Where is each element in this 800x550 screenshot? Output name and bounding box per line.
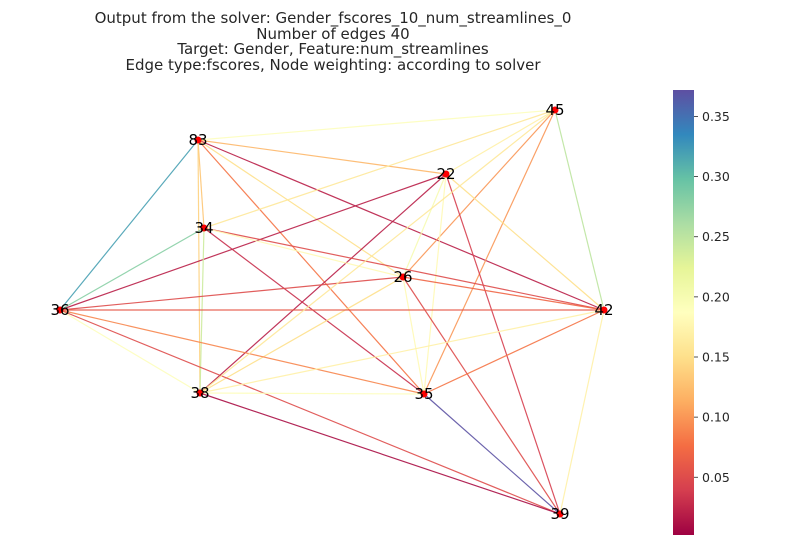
edge-22-38 bbox=[199, 173, 447, 394]
edge-83-26 bbox=[197, 139, 404, 278]
edge-38-39 bbox=[199, 392, 561, 515]
edge-36-39 bbox=[59, 309, 561, 515]
node-26 bbox=[399, 273, 407, 281]
edge-22-39 bbox=[445, 173, 561, 515]
node-label-36: 36 bbox=[50, 301, 69, 319]
edge-34-26 bbox=[203, 227, 404, 278]
edge-45-35 bbox=[423, 109, 556, 395]
edge-42-38 bbox=[199, 309, 605, 394]
edge-26-35 bbox=[402, 276, 425, 395]
edge-45-34 bbox=[203, 109, 556, 229]
edge-22-35 bbox=[423, 173, 447, 395]
edge-34-42 bbox=[203, 227, 605, 311]
node-label-83: 83 bbox=[188, 131, 207, 149]
edge-83-38 bbox=[197, 139, 201, 394]
edge-83-42 bbox=[197, 139, 605, 311]
title-line-edge-count: Number of edges 40 bbox=[256, 24, 410, 43]
node-label-38: 38 bbox=[190, 384, 209, 402]
node-42 bbox=[600, 306, 608, 314]
edge-45-22 bbox=[445, 109, 556, 175]
node-label-35: 35 bbox=[414, 385, 433, 403]
edge-35-39 bbox=[423, 393, 561, 515]
network-graph: 45 83 22 34 26 36 42 38 35 39 bbox=[50, 101, 613, 523]
edge-42-39 bbox=[559, 309, 605, 515]
edge-26-39 bbox=[402, 276, 561, 515]
colorbar-tick-label: 0.30 bbox=[702, 169, 730, 184]
figure-title: Output from the solver: Gender_fscores_1… bbox=[0, 9, 666, 74]
edge-22-42 bbox=[445, 173, 605, 311]
edge-26-38 bbox=[199, 276, 404, 394]
colorbar-tick-label: 0.20 bbox=[702, 289, 730, 304]
edge-34-36 bbox=[59, 227, 205, 311]
colorbar-tick-label: 0.35 bbox=[702, 109, 730, 124]
node-label-42: 42 bbox=[594, 301, 613, 319]
edge-45-38 bbox=[199, 109, 556, 394]
node-label-45: 45 bbox=[545, 101, 564, 119]
edge-42-35 bbox=[423, 309, 605, 395]
node-label-22: 22 bbox=[436, 165, 455, 183]
edge-83-22 bbox=[197, 139, 447, 175]
node-34 bbox=[200, 224, 208, 232]
colorbar-tick-label: 0.10 bbox=[702, 410, 730, 425]
title-line-solver-output: Output from the solver: Gender_fscores_1… bbox=[94, 9, 572, 27]
edge-22-26 bbox=[402, 173, 447, 278]
nodes-layer: 45 83 22 34 26 36 42 38 35 39 bbox=[50, 101, 613, 523]
edge-83-45 bbox=[197, 109, 556, 141]
edge-26-42 bbox=[402, 276, 605, 311]
node-label-34: 34 bbox=[194, 219, 213, 237]
edge-45-26 bbox=[402, 109, 556, 278]
node-label-39: 39 bbox=[550, 505, 569, 523]
colorbar-ticks: 0.05 0.10 0.15 0.20 0.25 0.30 0.35 bbox=[694, 109, 730, 485]
node-22 bbox=[442, 170, 450, 178]
title-line-edge-type: Edge type:fscores, Node weighting: accor… bbox=[125, 55, 541, 74]
node-83 bbox=[194, 136, 202, 144]
edge-36-35 bbox=[59, 309, 425, 395]
colorbar-tick-label: 0.15 bbox=[702, 350, 730, 365]
node-36 bbox=[56, 306, 64, 314]
edge-36-38 bbox=[59, 309, 201, 394]
colorbar-tick-label: 0.25 bbox=[702, 229, 730, 244]
edge-45-42 bbox=[554, 109, 605, 311]
edge-38-35 bbox=[199, 392, 425, 395]
colorbar-gradient bbox=[673, 90, 694, 535]
node-45 bbox=[551, 106, 559, 114]
colorbar-tick-label: 0.05 bbox=[702, 470, 730, 485]
edge-83-36 bbox=[59, 139, 199, 311]
node-39 bbox=[556, 510, 564, 518]
node-label-26: 26 bbox=[393, 268, 412, 286]
edges-layer bbox=[59, 109, 605, 515]
edge-22-36 bbox=[59, 173, 447, 311]
node-38 bbox=[196, 389, 204, 397]
edge-26-36 bbox=[59, 276, 404, 311]
edge-83-35 bbox=[197, 139, 425, 395]
node-35 bbox=[420, 390, 428, 398]
edge-83-34 bbox=[197, 139, 205, 229]
edge-34-35 bbox=[203, 227, 425, 395]
title-line-target-feature: Target: Gender, Feature:num_streamlines bbox=[177, 40, 489, 58]
